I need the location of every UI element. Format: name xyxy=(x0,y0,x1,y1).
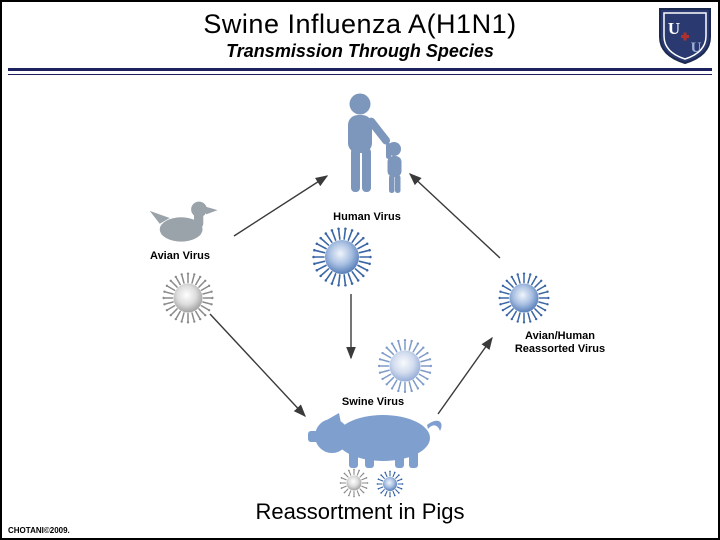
pig-silhouette xyxy=(308,413,442,468)
duck-silhouette xyxy=(149,201,218,242)
shield-letter-left: U xyxy=(668,19,680,38)
virus-body xyxy=(389,350,421,382)
virus-spikes xyxy=(498,272,550,324)
human-virus-icon xyxy=(312,227,372,287)
arrow-reassorted-to-human xyxy=(408,173,501,259)
human-silhouette xyxy=(348,93,402,193)
reassorted-virus-icon xyxy=(498,272,550,324)
virus-spikes xyxy=(339,468,369,498)
virus-body xyxy=(173,283,203,313)
label-reassorted-virus: Avian/Human Reassorted Virus xyxy=(480,330,640,356)
slide-subtitle: Transmission Through Species xyxy=(226,41,494,61)
header-divider xyxy=(8,68,712,75)
label-reassorted-line2: Reassorted Virus xyxy=(514,343,606,355)
shield-letter-right: U xyxy=(691,40,702,56)
virus-spikes xyxy=(376,470,404,498)
virus-body xyxy=(509,283,539,313)
small-gray-virus-icon xyxy=(339,468,369,498)
virus-spikes xyxy=(312,227,372,287)
virus-body xyxy=(325,240,359,274)
slide-caption: Reassortment in Pigs xyxy=(255,499,465,524)
virus-spikes xyxy=(162,272,214,324)
virus-body xyxy=(383,477,397,491)
avian-virus-icon xyxy=(162,272,214,324)
label-swine-virus: Swine Virus xyxy=(341,396,405,408)
label-avian-virus: Avian Virus xyxy=(150,250,210,262)
label-human-virus: Human Virus xyxy=(333,211,401,223)
arrow-avian-to-human xyxy=(233,175,329,237)
usu-shield-logo: U U xyxy=(659,8,711,65)
arrow-pig-to-reassorted xyxy=(437,336,493,415)
shield-inner-border xyxy=(663,12,707,60)
arrow-avian-virus-to-pig xyxy=(209,313,306,418)
slide-title: Swine Influenza A(H1N1) xyxy=(203,9,517,39)
virus-spikes xyxy=(377,338,433,394)
small-blue-virus-icon xyxy=(376,470,404,498)
red-cross-icon xyxy=(681,32,689,41)
label-reassorted-line1: Avian/Human xyxy=(525,330,595,342)
swine-virus-icon xyxy=(377,338,433,394)
virus-body xyxy=(346,475,362,491)
credit-text: CHOTANI©2009. xyxy=(8,526,70,535)
